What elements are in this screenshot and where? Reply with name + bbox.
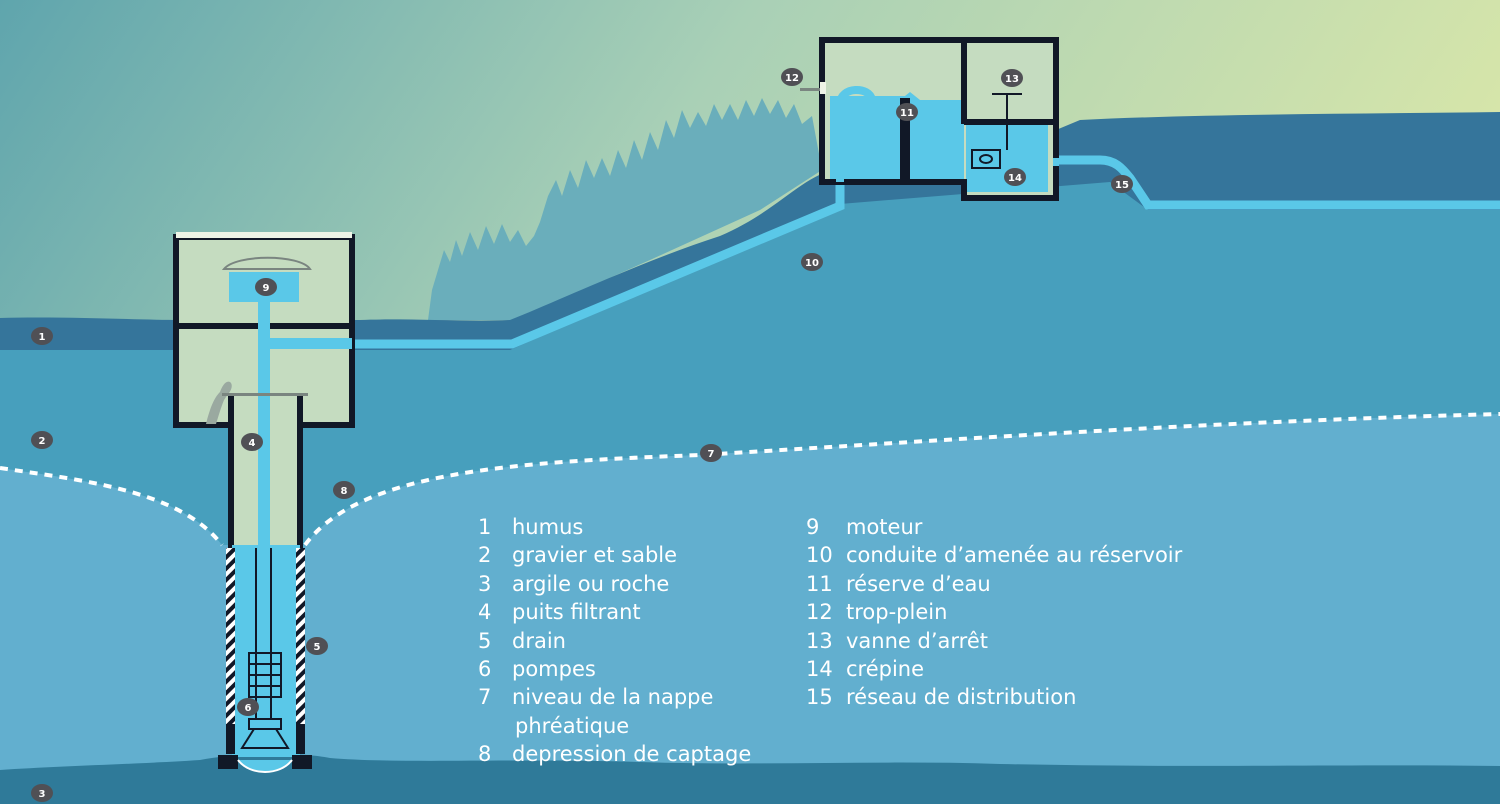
reservoir [800, 37, 1059, 201]
legend-item-2: 2 gravier et sable [478, 541, 751, 569]
legend-item-4: 4 puits filtrant [478, 598, 751, 626]
callout-8[interactable]: 8 [333, 481, 355, 499]
overflow-pipe[interactable] [800, 88, 824, 91]
legend-item-15: 15 réseau de distribution [806, 683, 1182, 711]
callout-4-label: 4 [249, 438, 256, 449]
callout-7[interactable]: 7 [700, 444, 722, 462]
legend-text: niveau de la nappe [512, 685, 714, 710]
drain-wall-right [296, 548, 305, 724]
legend-number: 10 [806, 543, 833, 568]
pump[interactable] [240, 652, 290, 749]
legend-item-10: 10 conduite d’amenée au réservoir [806, 541, 1182, 569]
legend-item-5: 5 drain [478, 627, 751, 655]
callout-12[interactable]: 12 [781, 68, 803, 86]
callout-4[interactable]: 4 [241, 433, 263, 451]
legend-item-7-continuation: phréatique [478, 712, 751, 740]
callout-12-label: 12 [785, 73, 799, 84]
water-table-line [0, 412, 1500, 547]
legend-number: 15 [806, 685, 833, 710]
legend-number: 2 [478, 543, 492, 568]
person-silhouette [206, 381, 232, 424]
callout-10[interactable]: 10 [801, 253, 823, 271]
legend-item-14: 14 crépine [806, 655, 1182, 683]
legend-number: 7 [478, 685, 492, 710]
legend-number: 9 [806, 515, 820, 539]
legend-number: 12 [806, 600, 833, 625]
callout-15-label: 15 [1115, 180, 1129, 191]
legend-item-13: 13 vanne d’arrêt [806, 627, 1182, 655]
legend-left: 1 humus 2 gravier et sable 3 argile ou roch… [478, 513, 751, 769]
callout-2[interactable]: 2 [31, 431, 53, 449]
legend-item-3: 3 argile ou roche [478, 570, 751, 598]
legend-number: 6 [478, 657, 492, 682]
legend-item-7: 7 niveau de la nappe [478, 683, 751, 711]
legend-text: vanne d’arrêt [846, 628, 988, 653]
callout-13[interactable]: 13 [1001, 69, 1023, 87]
legend-number: 8 [478, 742, 492, 767]
legend-right: 9 moteur 10 conduite d’amenée au réservoir… [806, 513, 1182, 712]
filter-well [218, 393, 312, 773]
callout-13-label: 13 [1005, 74, 1019, 85]
callout-10-label: 10 [805, 258, 819, 269]
supply-pipe[interactable] [270, 176, 845, 349]
strainer[interactable] [971, 149, 1001, 169]
legend-text: drain [512, 628, 566, 653]
callout-6-label: 6 [245, 703, 252, 714]
callout-11-label: 11 [900, 108, 914, 119]
drain-wall-left [226, 548, 235, 724]
legend-number: 3 [478, 571, 492, 596]
legend-number: 1 [478, 515, 492, 539]
callout-1[interactable]: 1 [31, 327, 53, 345]
callout-5-label: 5 [314, 642, 321, 653]
callout-3-label: 3 [39, 789, 46, 800]
legend-item-12: 12 trop-plein [806, 598, 1182, 626]
callout-8-label: 8 [341, 486, 348, 497]
legend-text: trop-plein [846, 600, 948, 625]
legend-text: crépine [846, 657, 925, 682]
callout-2-label: 2 [39, 436, 46, 447]
legend-text: humus [512, 515, 584, 539]
callout-3[interactable]: 3 [31, 784, 53, 802]
forest [428, 98, 822, 320]
callout-1-label: 1 [39, 332, 46, 343]
legend-text: pompes [512, 657, 596, 682]
callout-14[interactable]: 14 [1004, 168, 1026, 186]
legend-text: argile ou roche [512, 571, 670, 596]
legend-text: moteur [846, 515, 923, 539]
legend-text: réserve d’eau [846, 571, 991, 596]
legend-item-8: 8 depression de captage [478, 740, 751, 768]
legend-item-1: 1 humus [478, 513, 751, 541]
legend-number: 13 [806, 628, 833, 653]
callout-9[interactable]: 9 [255, 278, 277, 296]
legend-text: conduite d’amenée au réservoir [846, 543, 1183, 568]
callout-9-label: 9 [263, 283, 270, 294]
legend-text: depression de captage [512, 742, 752, 767]
legend-text: puits filtrant [512, 600, 641, 625]
aquifer-layer [0, 414, 1500, 804]
legend-text: gravier et sable [512, 543, 678, 568]
legend-item-9: 9 moteur [806, 513, 1182, 541]
callout-6[interactable]: 6 [237, 698, 259, 716]
clay-layer [0, 753, 1500, 804]
legend-number: 11 [806, 571, 833, 596]
callout-5[interactable]: 5 [306, 637, 328, 655]
callout-15[interactable]: 15 [1111, 175, 1133, 193]
legend-text: phréatique [515, 713, 630, 738]
legend-number: 4 [478, 600, 492, 625]
callout-7-label: 7 [708, 449, 715, 460]
legend-item-6: 6 pompes [478, 655, 751, 683]
legend-number: 14 [806, 657, 833, 682]
legend-text: réseau de distribution [846, 685, 1077, 710]
callout-11[interactable]: 11 [896, 103, 918, 121]
legend-item-11: 11 réserve d’eau [806, 570, 1182, 598]
legend-number: 5 [478, 628, 492, 653]
motor-cover [221, 256, 312, 270]
callout-14-label: 14 [1008, 173, 1022, 184]
